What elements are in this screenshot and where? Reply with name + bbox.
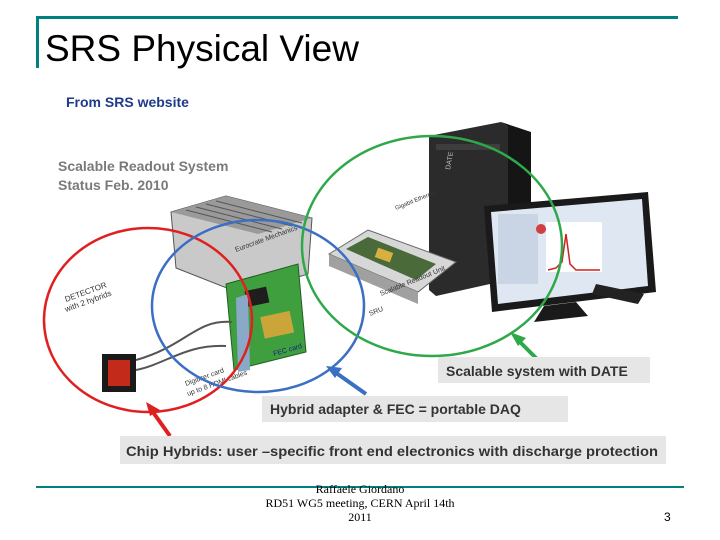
- red-circle-hybrids: [42, 226, 254, 414]
- callout-portable: Hybrid adapter & FEC = portable DAQ: [270, 401, 521, 417]
- footer-author: Raffaele Giordano: [315, 482, 405, 496]
- monitor: [484, 192, 656, 322]
- system-title-line1: Scalable Readout System: [58, 158, 228, 174]
- callout-date-system: Scalable system with DATE: [446, 363, 628, 379]
- fec-board: FEC card: [225, 263, 307, 372]
- footer-year: 2011: [348, 510, 372, 524]
- page-number: 3: [664, 510, 671, 524]
- slide-title: SRS Physical View: [45, 28, 359, 69]
- footer-rule: [36, 486, 684, 488]
- callout-hybrids-box: [120, 436, 666, 464]
- date-label: DATE: [445, 151, 455, 170]
- srs-physical-view-figure: From SRS website Scalable Readout System…: [36, 84, 684, 472]
- green-circle-date-system: [300, 134, 564, 358]
- source-label: From SRS website: [66, 94, 189, 110]
- footer-text: Raffaele Giordano RD51 WG5 meeting, CERN…: [240, 482, 480, 524]
- callout-portable-box: [262, 396, 568, 422]
- system-title-line2: Status Feb. 2010: [58, 177, 169, 193]
- title-rule-top: [36, 16, 678, 19]
- srs-diagram: From SRS website Scalable Readout System…: [42, 94, 666, 464]
- arrow-blue: [326, 366, 368, 396]
- title-rule-left: [36, 16, 39, 68]
- detector-hybrid: DETECTOR with 2 hybrids Digitizer card u…: [63, 280, 249, 398]
- blue-circle-portable-daq: [150, 218, 366, 394]
- callout-hybrids: Chip Hybrids: user –specific front end e…: [126, 443, 658, 459]
- callout-date-system-box: [438, 357, 650, 383]
- sru-label-line2: SRU: [368, 306, 384, 318]
- footer-meeting: RD51 WG5 meeting, CERN April 14th: [265, 496, 455, 510]
- arrow-red: [146, 402, 172, 438]
